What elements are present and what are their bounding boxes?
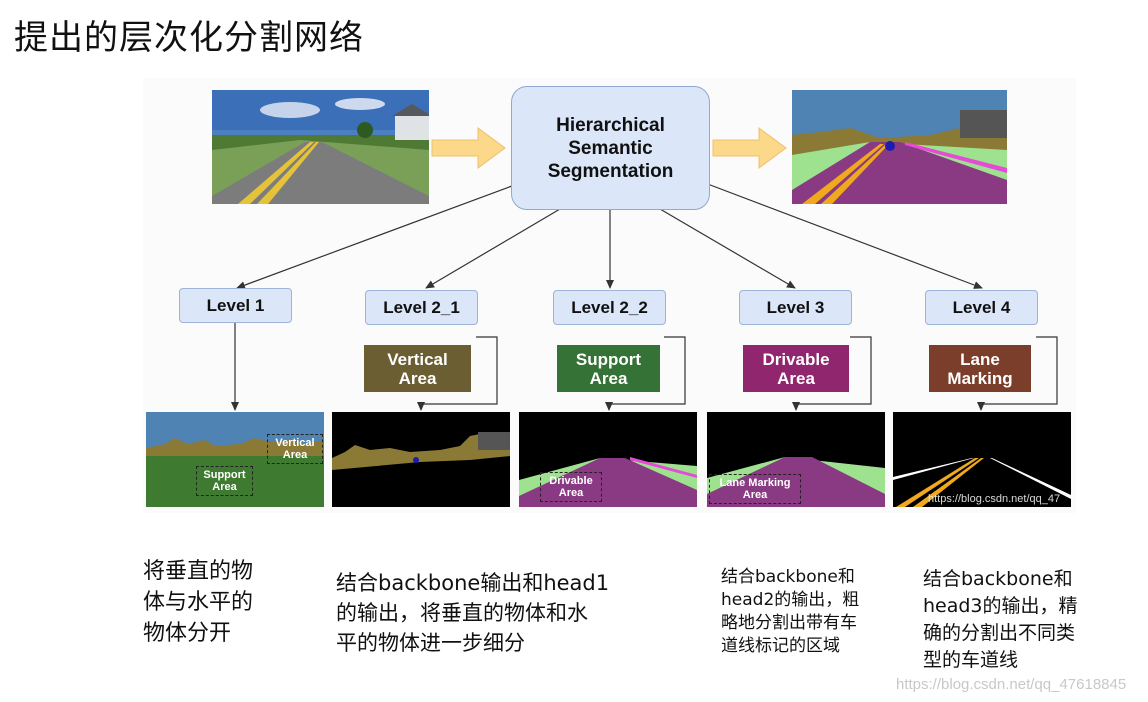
support-area-tag-label: Support Area	[203, 469, 246, 493]
level-4-label: Level 4	[952, 297, 1011, 317]
lane-marking-label: Lane Marking	[947, 349, 1013, 388]
level1-result-image	[146, 412, 324, 507]
level-4-box: Level 4	[925, 290, 1038, 325]
level-3-label: Level 3	[766, 297, 825, 317]
center-box-label: Hierarchical Semantic Segmentation	[547, 114, 674, 182]
level3-result-image	[707, 412, 885, 507]
output-segmentation-image	[792, 90, 1007, 204]
drivable-area-label: Drivable Area	[762, 349, 830, 388]
drivable-area-class-box: Drivable Area	[743, 345, 849, 392]
level-2-1-label: Level 2_1	[383, 297, 460, 317]
right-arrow-icon	[431, 127, 506, 169]
drivable-area-tag-label: Drivable Area	[549, 475, 593, 499]
page-watermark: https://blog.csdn.net/qq_47618845	[896, 676, 1127, 693]
vertical-area-tag-label: Vertical Area	[275, 437, 315, 461]
level4-result-image	[893, 412, 1071, 507]
caption-level4: 结合backbone和 head3的输出，精 确的分割出不同类 型的车道线	[923, 568, 1078, 671]
vertical-area-label: Vertical Area	[387, 349, 448, 388]
lane-marking-area-tag-label: Lane Marking Area	[719, 477, 791, 501]
level2-1-result-image	[332, 412, 510, 507]
slide-title: 提出的层次化分割网络	[14, 18, 364, 58]
level-1-label: Level 1	[206, 295, 265, 315]
level-1-box: Level 1	[179, 288, 292, 323]
level-3-box: Level 3	[739, 290, 852, 325]
lane-marking-area-tag: Lane Marking Area	[709, 474, 801, 504]
vertical-area-class-box: Vertical Area	[364, 345, 471, 392]
caption-level1: 将垂直的物 体与水平的 物体分开	[143, 559, 254, 646]
input-road-photo	[212, 90, 429, 204]
support-area-tag: Support Area	[196, 466, 253, 496]
drivable-area-tag: Drivable Area	[540, 472, 602, 502]
level2-2-result-image	[519, 412, 697, 507]
caption-level3: 结合backbone和 head2的输出，粗 略地分割出带有车 道线标记的区域	[721, 567, 860, 656]
support-area-class-box: Support Area	[557, 345, 660, 392]
caption-level2: 结合backbone输出和head1 的输出，将垂直的物体和水 平的物体进一步细…	[336, 571, 610, 655]
support-area-label: Support Area	[575, 349, 642, 388]
vertical-area-tag: Vertical Area	[267, 434, 323, 464]
level-2-2-box: Level 2_2	[553, 290, 666, 325]
level-2-1-box: Level 2_1	[365, 290, 478, 325]
right-arrow-icon	[712, 127, 787, 169]
level-2-2-label: Level 2_2	[571, 297, 648, 317]
image-watermark: https://blog.csdn.net/qq_47	[928, 493, 1061, 505]
hierarchical-semantic-segmentation-box: Hierarchical Semantic Segmentation	[511, 86, 710, 210]
lane-marking-class-box: Lane Marking	[929, 345, 1031, 392]
